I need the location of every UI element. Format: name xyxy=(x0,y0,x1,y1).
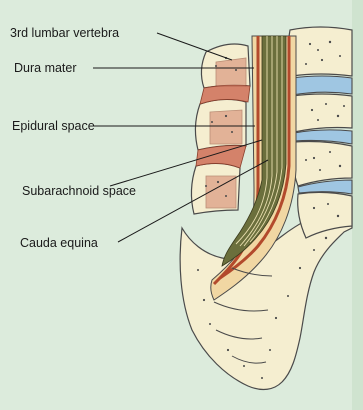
label-subarachnoid-space: Subarachnoid space xyxy=(22,184,136,198)
label-dura-mater: Dura mater xyxy=(14,61,77,75)
label-cauda-equina: Cauda equina xyxy=(20,236,98,250)
label-epidural-space: Epidural space xyxy=(12,119,95,133)
figure-right-border xyxy=(352,0,363,410)
label-vertebra: 3rd lumbar vertebra xyxy=(10,26,119,40)
